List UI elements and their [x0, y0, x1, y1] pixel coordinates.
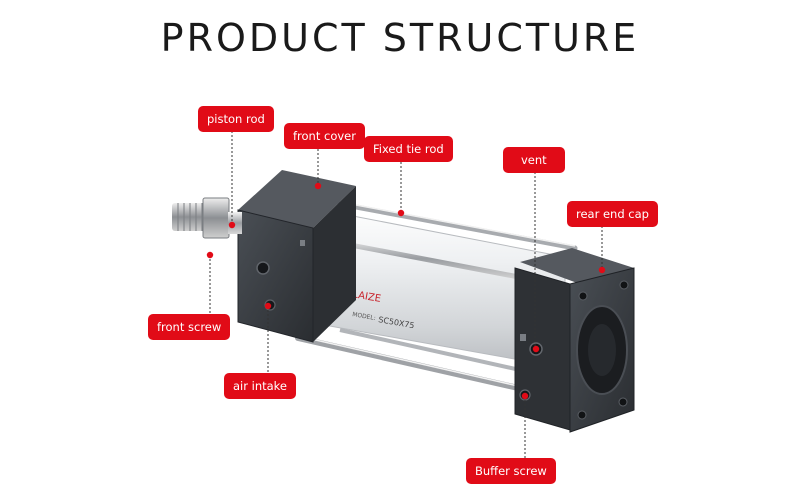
rear-cap-bolt-4	[618, 397, 628, 407]
piston-rod-shaft	[228, 212, 242, 234]
label-front-cover: front cover	[284, 123, 365, 149]
rear-cap-mark	[520, 334, 526, 341]
rear-cap-bolt-2	[619, 280, 629, 290]
label-fixed-tie-rod: Fixed tie rod	[364, 136, 453, 162]
front-cover-mark	[300, 240, 305, 246]
tie-rod-back-top	[337, 201, 578, 251]
label-rear-end-cap: rear end cap	[567, 201, 658, 227]
dot-buffer-screw	[521, 392, 529, 400]
piston-rod-nut	[202, 197, 230, 239]
label-buffer-screw: Buffer screw	[466, 458, 556, 484]
dot-vent	[532, 345, 540, 353]
piston-rod-thread	[172, 203, 206, 231]
front-cover-port	[256, 261, 270, 275]
dot-air-intake	[264, 302, 272, 310]
dot-front-cover	[314, 182, 322, 190]
dot-fixed-tie-rod	[397, 209, 405, 217]
front-cover-top	[238, 170, 356, 228]
label-air-intake: air intake	[224, 373, 296, 399]
rear-cap-bolt-3	[577, 410, 587, 420]
front-cover-right	[313, 186, 356, 342]
dot-front-screw	[206, 251, 214, 259]
label-piston-rod: piston rod	[198, 106, 274, 132]
rear-cap-bolt-1	[578, 291, 588, 301]
tie-rod-back-top-highlight	[339, 201, 576, 247]
brand-text: LAIZE	[351, 289, 381, 305]
label-front-screw: front screw	[148, 314, 231, 340]
page-title: PRODUCT STRUCTURE	[160, 16, 640, 60]
tie-rod-front-bottom	[295, 335, 543, 396]
front-cover-face	[237, 209, 314, 343]
dot-piston-rod	[228, 221, 236, 229]
dot-rear-end-cap	[598, 266, 606, 274]
tie-rod-front-bottom-highlight	[297, 335, 541, 392]
label-vent: vent	[503, 147, 565, 173]
model-label-text: MODEL:	[352, 311, 377, 322]
